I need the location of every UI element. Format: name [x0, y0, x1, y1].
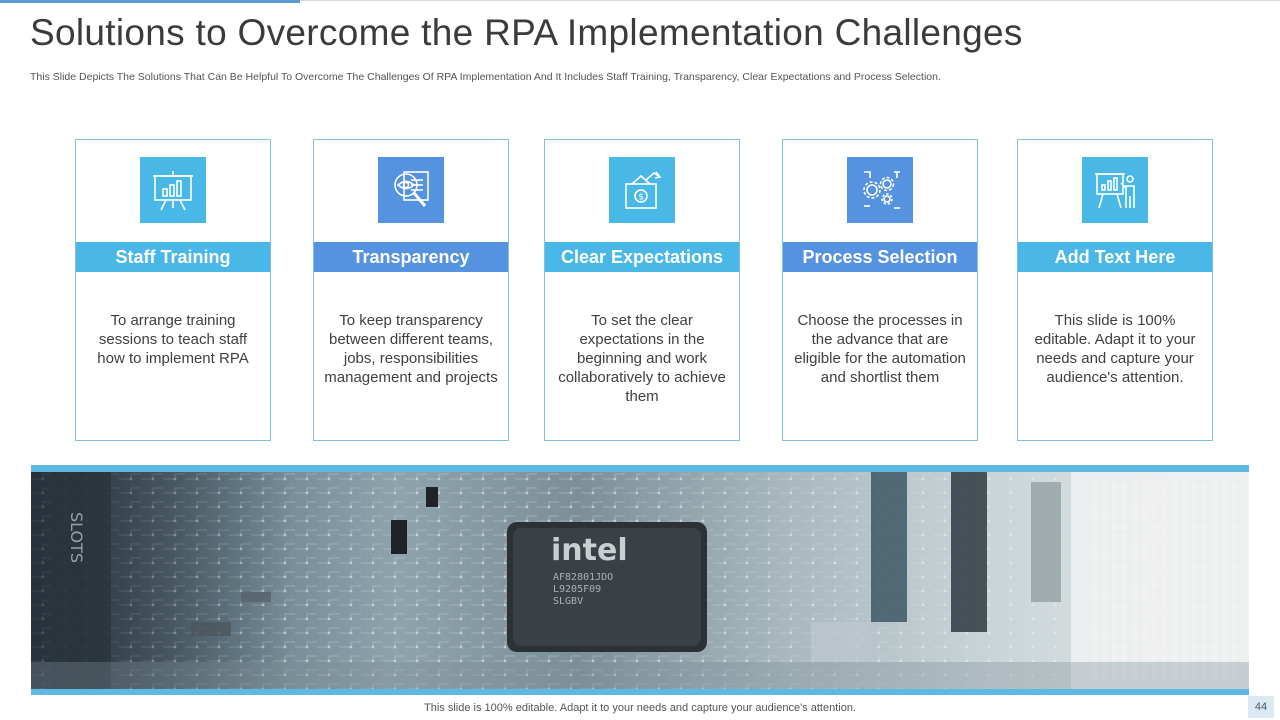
card-description: To arrange training sessions to teach st…: [97, 312, 249, 367]
card-heading: Transparency: [352, 246, 470, 267]
top-divider-line: [300, 0, 1280, 1]
card-icon-box: [1082, 157, 1148, 223]
card-heading: Clear Expectations: [560, 246, 724, 267]
chip-code-1: AF82801JDO: [553, 572, 613, 583]
solution-card-clear-expectations[interactable]: $ Clear Expectations To set the clear ex…: [544, 139, 740, 441]
card-heading: Process Selection: [802, 246, 958, 267]
presentation-chart-icon: [153, 171, 193, 211]
card-heading-band: Staff Training: [76, 242, 270, 272]
solution-card-staff-training[interactable]: Staff Training To arrange training sessi…: [75, 139, 271, 441]
presenter-board-icon: [1095, 173, 1135, 209]
card-heading-band: Transparency: [314, 242, 508, 272]
chip-brand: intel: [551, 533, 628, 568]
card-description: Choose the processes in the advance that…: [794, 312, 966, 386]
growth-money-icon: $: [625, 171, 662, 209]
card-icon-box: [847, 157, 913, 223]
top-accent-bar: [0, 0, 300, 3]
slide-title: Solutions to Overcome the RPA Implementa…: [30, 12, 1023, 53]
slide-subtitle: This Slide Depicts The Solutions That Ca…: [30, 71, 941, 83]
circuit-board-illustration: SLOTS intel AF82801JDO L9205F09 SLGBV: [31, 472, 1249, 689]
card-description: This slide is 100% editable. Adapt it to…: [1034, 312, 1196, 386]
solution-card-process-selection[interactable]: Process Selection Choose the processes i…: [782, 139, 978, 441]
card-heading: Add Text Here: [1054, 246, 1176, 267]
chip-code-2: L9205F09: [553, 584, 601, 595]
card-description: To keep transparency between different t…: [324, 312, 498, 386]
slot-label: SLOTS: [67, 512, 86, 563]
card-icon-box: [140, 157, 206, 223]
card-description: To set the clear expectations in the beg…: [558, 312, 726, 405]
photo-bottom-border: [31, 689, 1249, 695]
eye-magnifier-icon: [394, 171, 429, 207]
circuit-board-photo: SLOTS intel AF82801JDO L9205F09 SLGBV: [31, 472, 1249, 689]
chip-code-3: SLGBV: [553, 596, 583, 607]
card-icon-box: $: [609, 157, 675, 223]
gears-process-icon: [863, 171, 900, 209]
card-heading: Staff Training: [115, 246, 231, 267]
footer-note: This slide is 100% editable. Adapt it to…: [424, 702, 856, 714]
card-icon-box: [378, 157, 444, 223]
solution-card-transparency[interactable]: Transparency To keep transparency betwee…: [313, 139, 509, 441]
page-number: 44: [1248, 696, 1274, 718]
card-heading-band: Process Selection: [783, 242, 977, 272]
solution-card-add-text[interactable]: Add Text Here This slide is 100% editabl…: [1017, 139, 1213, 441]
card-heading-band: Clear Expectations: [545, 242, 739, 272]
svg-text:$: $: [638, 193, 644, 203]
card-heading-band: Add Text Here: [1018, 242, 1212, 272]
photo-top-border: [31, 465, 1249, 472]
